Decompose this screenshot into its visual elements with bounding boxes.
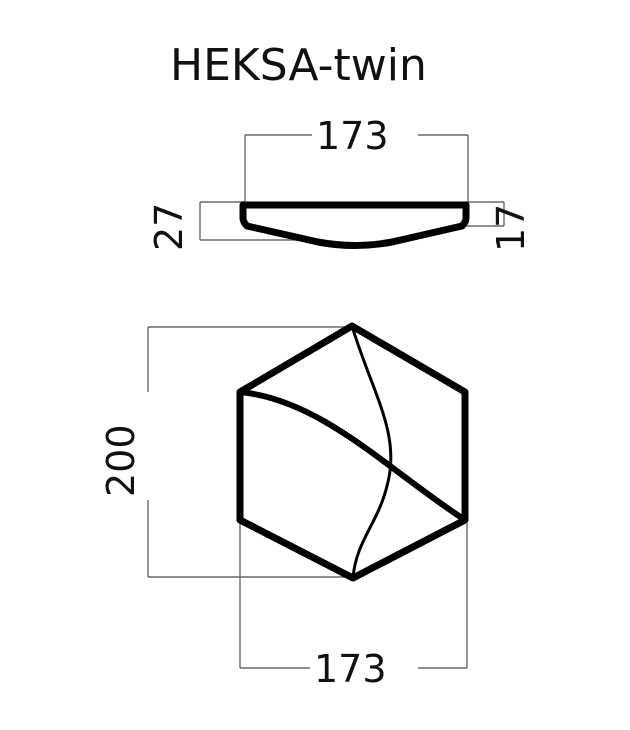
dimension-173-top: 173 — [244, 114, 469, 208]
dimension-27-left: 27 — [147, 201, 300, 251]
side-profile-outline — [239, 201, 470, 249]
page-title: HEKSA-twin — [170, 40, 427, 91]
hexagon-inner-curve-thin — [350, 324, 393, 580]
dimension-17-right: 17 — [466, 201, 533, 252]
dimension-label-200: 200 — [99, 424, 143, 497]
hexagon-outline — [236, 322, 469, 582]
hexagon-face-view: 200 173 — [99, 322, 469, 691]
dimension-label-27: 27 — [147, 203, 191, 251]
dimension-label-173-top: 173 — [316, 114, 389, 158]
dimension-173-bottom: 173 — [239, 456, 468, 691]
side-profile-view: 173 27 17 — [147, 114, 533, 252]
dimension-200-left: 200 — [99, 326, 352, 578]
dimension-label-173-bottom: 173 — [314, 647, 387, 691]
dimension-label-17: 17 — [489, 204, 533, 252]
hexagon-inner-curve-thick — [237, 389, 468, 523]
